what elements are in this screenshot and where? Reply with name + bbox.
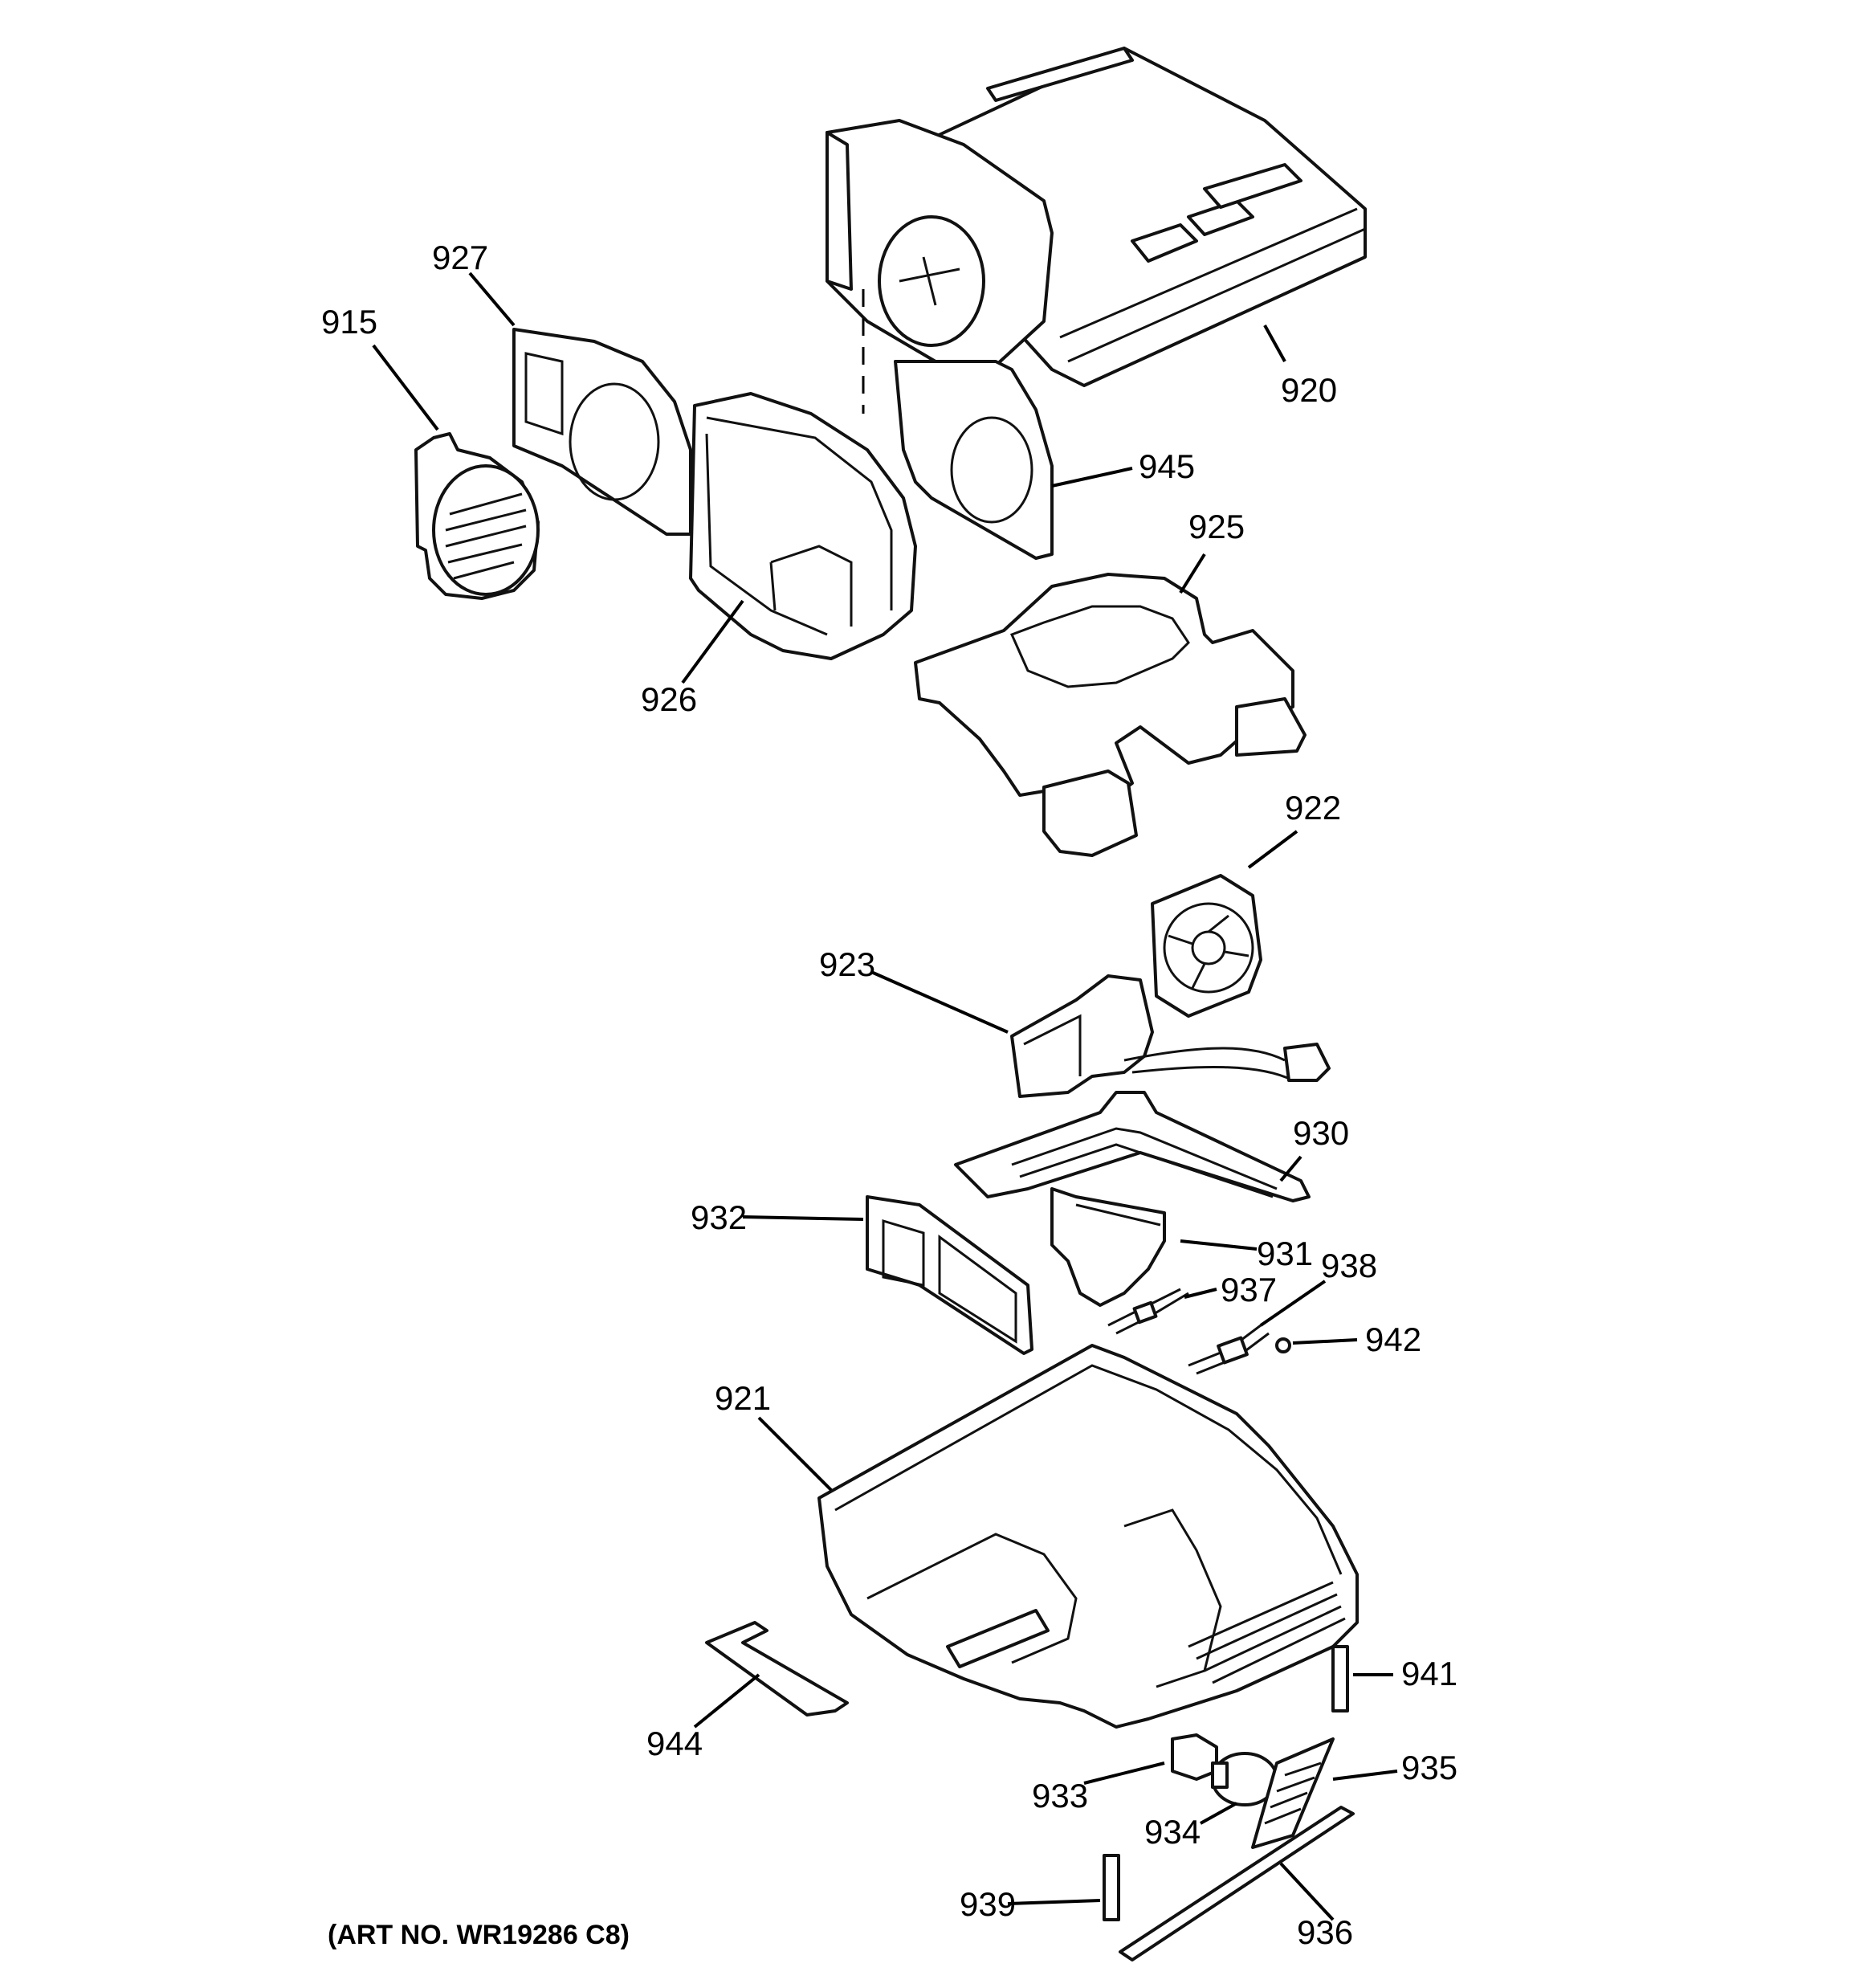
leader-923: [870, 970, 1009, 1034]
leader-932: [742, 1215, 864, 1221]
art-number-label: (ART NO. WR19286 C8): [328, 1920, 630, 1950]
part-920-assembly: [826, 47, 1367, 387]
callout-944: 944: [646, 1725, 703, 1762]
callout-927: 927: [432, 239, 488, 276]
leader-934: [1200, 1802, 1237, 1825]
callout-945: 945: [1139, 447, 1195, 485]
leader-935: [1332, 1770, 1398, 1781]
part-939-bracket: [1103, 1854, 1120, 1921]
callout-920: 920: [1281, 371, 1337, 409]
callout-939: 939: [960, 1885, 1016, 1923]
callout-936: 936: [1297, 1913, 1353, 1951]
callout-915: 915: [321, 303, 377, 341]
part-942-screw: [1275, 1337, 1291, 1353]
leader-933: [1083, 1761, 1165, 1785]
part-926-chute-housing: [689, 392, 917, 660]
callout-923: 923: [819, 945, 875, 983]
part-937-harness: [1107, 1288, 1189, 1335]
part-932-gasket: [866, 1195, 1033, 1355]
callout-942: 942: [1365, 1321, 1421, 1358]
leader-921: [757, 1416, 833, 1492]
callout-926: 926: [641, 680, 697, 718]
leader-931: [1180, 1239, 1258, 1251]
callout-921: 921: [715, 1379, 771, 1417]
leader-926: [681, 599, 744, 684]
part-915-chute-door: [414, 432, 540, 600]
part-930-heater: [954, 1091, 1311, 1202]
callout-930: 930: [1293, 1114, 1349, 1152]
leader-922: [1247, 830, 1298, 869]
callout-935: 935: [1401, 1749, 1457, 1786]
leader-925: [1179, 553, 1206, 594]
part-945-gasket: [894, 360, 1054, 560]
leader-939: [1007, 1899, 1101, 1905]
leader-927: [468, 271, 516, 327]
leader-945: [1051, 467, 1133, 488]
callout-932: 932: [691, 1198, 747, 1236]
part-927-gasket: [512, 328, 692, 536]
part-941-bracket: [1331, 1645, 1349, 1712]
part-923-damper-control: [1010, 974, 1331, 1098]
callout-922: 922: [1285, 789, 1341, 827]
leader-938: [1259, 1280, 1327, 1327]
leader-936: [1279, 1862, 1335, 1921]
part-944-foam-strip: [705, 1621, 849, 1717]
callout-934: 934: [1144, 1813, 1201, 1851]
leader-920: [1263, 325, 1286, 362]
part-938-connector: [1188, 1324, 1270, 1375]
part-931-cover: [1050, 1187, 1166, 1307]
leader-937: [1184, 1288, 1217, 1299]
part-933-lamp-socket: [1171, 1733, 1218, 1781]
callout-937: 937: [1221, 1271, 1277, 1308]
callout-938: 938: [1321, 1247, 1377, 1284]
callout-931: 931: [1257, 1235, 1313, 1272]
leader-942: [1292, 1338, 1358, 1345]
leader-915: [372, 344, 439, 431]
part-935-light-cover: [1251, 1737, 1335, 1849]
callout-941: 941: [1401, 1655, 1457, 1692]
callout-933: 933: [1032, 1777, 1088, 1815]
leader-930: [1279, 1155, 1302, 1182]
part-936-trim-strip: [1119, 1806, 1355, 1961]
part-922-fan: [1151, 874, 1262, 1018]
leader-944: [693, 1673, 760, 1729]
callout-925: 925: [1188, 508, 1245, 545]
part-921-dispenser-housing: [817, 1344, 1359, 1729]
part-925-air-duct: [914, 573, 1307, 857]
